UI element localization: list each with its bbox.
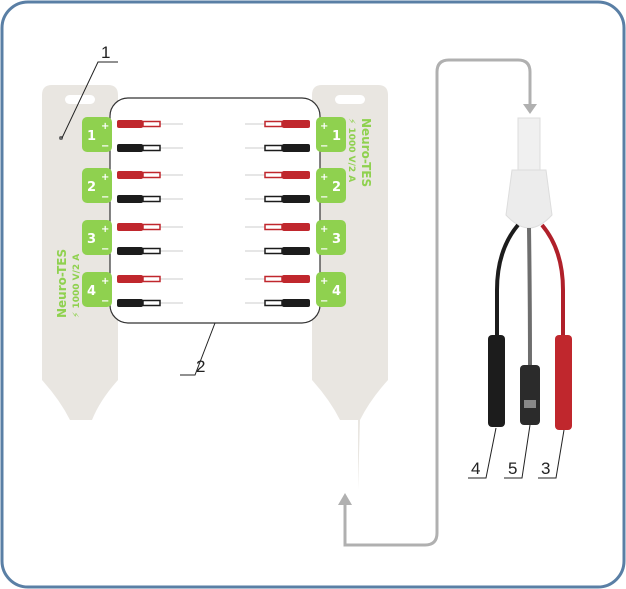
right-strap-slot <box>335 95 365 104</box>
left-red-connector <box>117 275 143 283</box>
minus-sign: − <box>320 296 328 307</box>
callout-1: 1 <box>101 43 110 62</box>
left-black-pin <box>142 299 161 307</box>
callout-4-leader <box>468 427 497 479</box>
left-black-connector <box>117 144 143 152</box>
arrow-head-up-icon <box>338 493 352 505</box>
grey-plug <box>520 365 540 425</box>
left-black-pin <box>142 144 161 152</box>
left-black-pin <box>142 247 161 255</box>
left-red-pin <box>142 120 161 128</box>
right-red-connector <box>282 120 310 128</box>
channel-number: 4 <box>332 284 341 299</box>
callout-5: 5 <box>508 459 517 478</box>
plus-sign: + <box>101 121 109 132</box>
right-spec: ⚡ 1000 V/2 A <box>346 118 356 182</box>
arrow-head-down-icon <box>523 104 537 114</box>
channel-4-left-badge <box>82 272 112 307</box>
callout-1-leader <box>61 61 118 139</box>
channel-3-right-badge <box>316 220 346 255</box>
callout-2-leader <box>180 322 216 376</box>
channel-1-left-badge <box>82 117 112 152</box>
callout-2: 2 <box>196 357 205 376</box>
left-black-connector <box>117 247 143 255</box>
right-tail <box>340 420 358 492</box>
plus-sign: + <box>320 224 328 235</box>
right-black-connector <box>282 299 310 307</box>
grey-wire <box>527 227 532 369</box>
channel-4-right-badge <box>316 272 346 307</box>
connector-callout-box <box>109 97 321 324</box>
minus-sign: − <box>101 192 109 203</box>
left-black-connector <box>117 195 143 203</box>
left-red-connector <box>117 171 143 179</box>
red-plug <box>555 335 572 430</box>
plus-sign: + <box>101 276 109 287</box>
plus-sign: + <box>320 172 328 183</box>
plus-sign: + <box>320 121 328 132</box>
left-red-connector <box>117 120 143 128</box>
left-black-pin <box>142 195 161 203</box>
left-brand: Neuro-TES <box>55 249 69 318</box>
channel-2-left-badge <box>82 168 112 203</box>
right-red-connector <box>282 171 310 179</box>
right-black-connector <box>282 195 310 203</box>
left-red-pin <box>142 171 161 179</box>
minus-sign: − <box>101 141 109 152</box>
right-black-connector <box>282 144 310 152</box>
right-red-connector <box>282 223 310 231</box>
channel-1-right-badge <box>316 117 346 152</box>
channel-number: 3 <box>332 232 341 247</box>
left-tail <box>70 420 92 490</box>
callout-5-leader <box>504 424 531 479</box>
left-red-pin <box>142 223 161 231</box>
channel-number: 1 <box>332 129 341 144</box>
callout-3-leader <box>538 429 565 479</box>
plus-sign: + <box>101 172 109 183</box>
cable-sleeve <box>517 117 541 171</box>
channel-number: 2 <box>87 180 96 195</box>
left-red-pin <box>142 275 161 283</box>
right-brand: Neuro-TES <box>359 118 373 187</box>
channel-number: 1 <box>87 129 96 144</box>
minus-sign: − <box>320 192 328 203</box>
left-red-connector <box>117 223 143 231</box>
channel-number: 2 <box>332 180 341 195</box>
callout-3: 3 <box>541 459 550 478</box>
channel-number: 3 <box>87 232 96 247</box>
channel-3-left-badge <box>82 220 112 255</box>
right-black-connector <box>282 247 310 255</box>
minus-sign: − <box>101 296 109 307</box>
plus-sign: + <box>101 224 109 235</box>
connection-arrow-line <box>343 58 532 547</box>
left-spec: ⚡ 1000 V/2 A <box>72 254 82 318</box>
channel-number: 4 <box>87 284 96 299</box>
callout-4: 4 <box>471 459 480 478</box>
grey-plug-collar <box>524 400 536 408</box>
left-black-connector <box>117 299 143 307</box>
right-red-connector <box>282 275 310 283</box>
cable-splitter <box>505 169 553 229</box>
black-plug <box>488 335 505 427</box>
black-wire <box>495 223 520 340</box>
minus-sign: − <box>320 244 328 255</box>
minus-sign: − <box>101 244 109 255</box>
plus-sign: + <box>320 276 328 287</box>
red-wire <box>540 223 565 340</box>
channel-2-right-badge <box>316 168 346 203</box>
minus-sign: − <box>320 141 328 152</box>
